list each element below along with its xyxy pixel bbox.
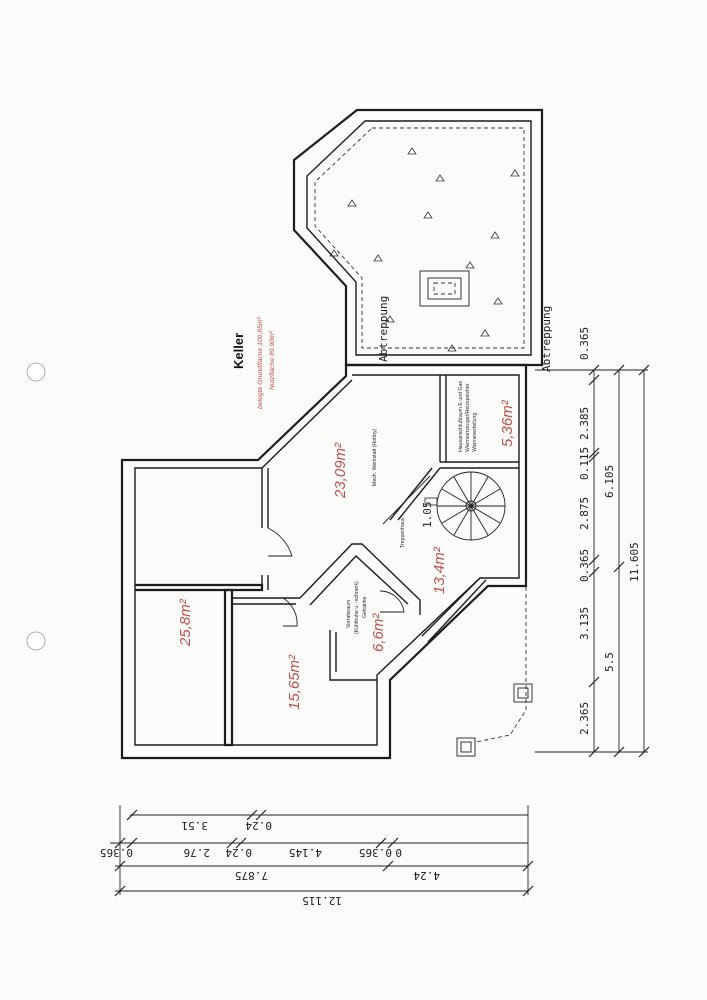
dim-right-0-115: 0.115: [578, 447, 591, 480]
room-label-haustechnik-1: Hausanschlußraum E und Gas: [458, 381, 464, 452]
abtreppung-label-inner: Abtreppung: [377, 296, 390, 362]
dim-bottom-4-145: 4.145: [289, 846, 322, 859]
dim-right-2-875: 2.875: [578, 497, 591, 530]
dim-right-6-105: 6.105: [603, 465, 616, 498]
dim-bottom-12-115: 12.115: [302, 894, 342, 907]
dim-bottom-0-365a: 0.365: [100, 846, 133, 859]
bottom-dimension-lines: [110, 805, 534, 897]
right-dimension-lines: [535, 364, 650, 758]
area-label-23-09: 23,09m²: [332, 442, 349, 499]
dim-bottom-0-24a: 0.24: [245, 819, 272, 832]
room-label-vorrat-3: Getränke: [362, 597, 368, 618]
dim-bottom-4-24: 4.24: [413, 869, 440, 882]
dim-right-11-605: 11.605: [628, 542, 641, 582]
area-label-6-6: 6,6m²: [370, 613, 387, 652]
room-label-haustechnik-2: Wärmeerzeuger/Heizspeicher: [465, 383, 471, 452]
room-label-werkstatt: Mech. Werkstatt (Hobby): [372, 428, 378, 486]
dim-bottom-7-875: 7.875: [235, 869, 268, 882]
punch-hole-bottom: [26, 631, 46, 651]
room-label-vorrat-1: Vorratsraum: [346, 600, 352, 628]
room-label-haustechnik-3: Wärmeverteilung: [472, 413, 478, 452]
stair-arrow-box: [424, 497, 438, 506]
plan-title: Keller: [231, 333, 246, 369]
stair-width-label: 1.05: [421, 502, 434, 529]
net-area-label: Nutzfläche 89,90m²: [269, 330, 276, 390]
room-label-vorrat-2: (Kühltruhe u. -schrank): [354, 581, 360, 634]
spiral-staircase[interactable]: [436, 471, 506, 541]
dim-right-3-135: 3.135: [578, 607, 591, 640]
gravel-pattern: [329, 147, 520, 352]
basement-walls: [120, 363, 533, 760]
dim-right-0-365-top: 0.365: [578, 327, 591, 360]
dim-bottom-2-76: 2.76: [184, 846, 211, 859]
dim-bottom-0-24b: 0.24: [225, 846, 252, 859]
dim-right-5-5: 5.5: [603, 652, 616, 672]
dim-bottom-3-51: 3.51: [182, 819, 209, 832]
dim-bottom-0-365b: 0.365: [359, 846, 392, 859]
punch-hole-top: [26, 362, 46, 382]
area-label-5-36: 5,36m²: [499, 399, 516, 447]
terrace-area: [292, 108, 544, 367]
gross-area-label: belegte Grundfläche 109,85m²: [257, 316, 264, 409]
area-label-13-4: 13,4m²: [431, 546, 448, 594]
abtreppung-label-outer: Abtreppung: [540, 306, 553, 372]
dim-right-0-365: 0.365: [578, 549, 591, 582]
area-label-25-8: 25,8m²: [177, 598, 194, 647]
dim-right-2-385: 2.385: [578, 407, 591, 440]
area-label-15-65: 15,65m²: [286, 654, 303, 710]
dim-bottom-0: 0: [395, 846, 402, 859]
room-label-treppe: Treppenhaus: [400, 517, 406, 548]
dim-right-2-365: 2.365: [578, 702, 591, 735]
